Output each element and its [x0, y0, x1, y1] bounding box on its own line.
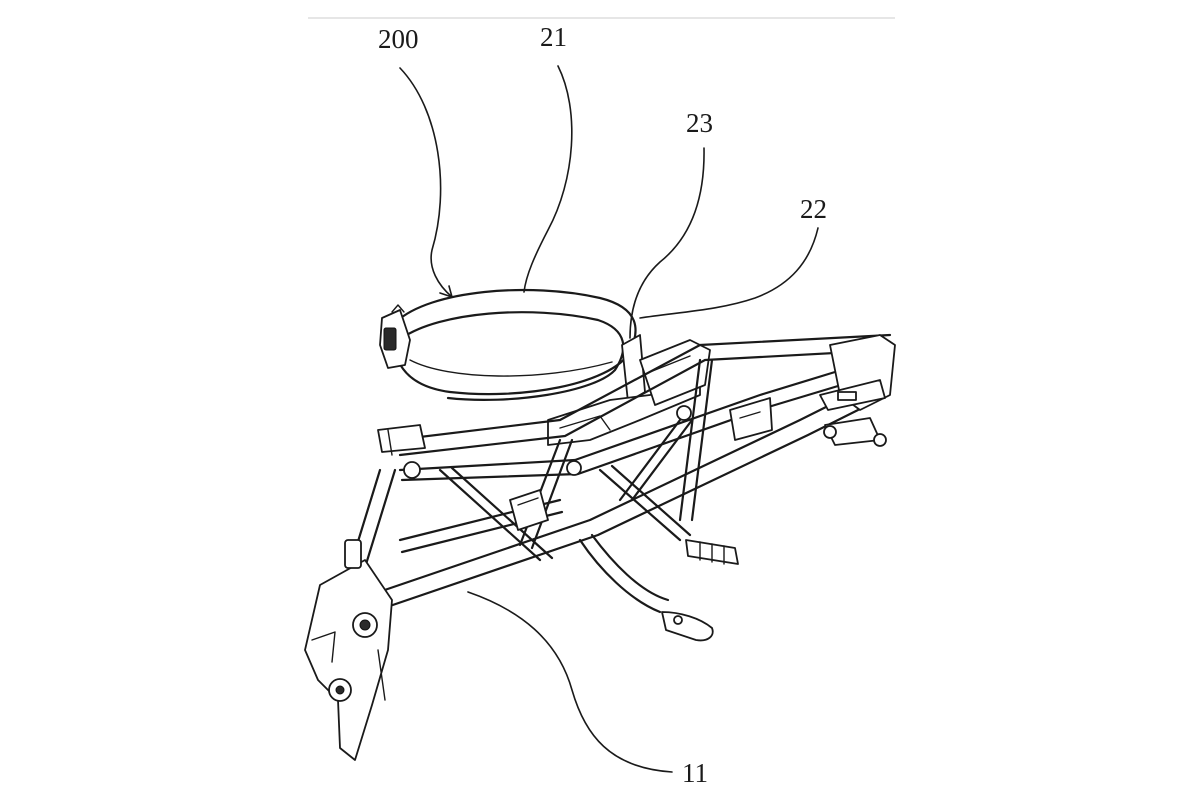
- frame-11: [338, 333, 892, 614]
- bracket-22-23: [547, 334, 711, 446]
- leader-200: [399, 67, 453, 298]
- footpeg-upper: [685, 539, 739, 565]
- headstock: [304, 424, 426, 761]
- leader-22: [639, 227, 819, 319]
- label-11: 11: [682, 758, 708, 788]
- label-200: 200: [378, 24, 419, 54]
- mount-plate: [509, 489, 549, 531]
- strap-21: [379, 288, 637, 401]
- label-21: 21: [540, 22, 567, 52]
- label-23: 23: [686, 108, 713, 138]
- label-22: 22: [800, 194, 827, 224]
- rear-subframe: [729, 334, 896, 447]
- footpeg-lower: [661, 611, 714, 642]
- leader-23: [629, 147, 705, 339]
- leader-11: [467, 591, 673, 773]
- leader-21: [523, 65, 573, 293]
